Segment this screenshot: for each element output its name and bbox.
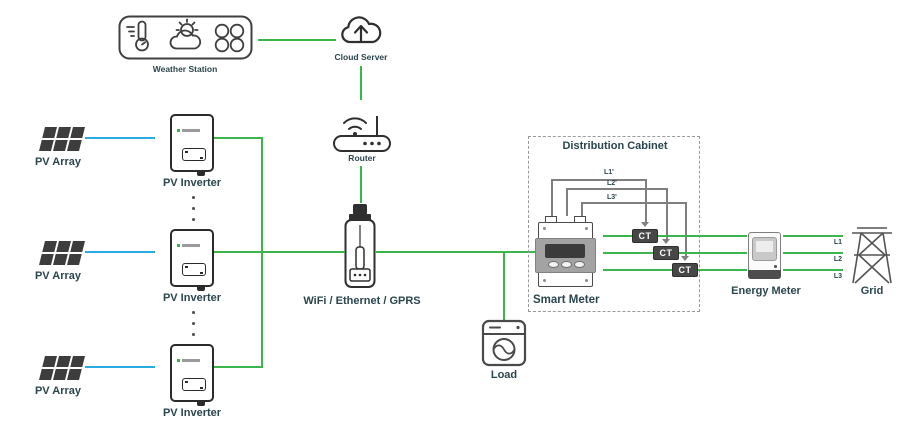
ellipsis-dot bbox=[192, 218, 195, 221]
grid-line bbox=[783, 269, 843, 271]
smart-meter-button bbox=[574, 261, 585, 268]
ct-wire bbox=[666, 188, 668, 240]
pv-array-label: PV Array bbox=[34, 385, 82, 397]
inverter-display bbox=[182, 263, 206, 276]
weather-station-icon bbox=[118, 15, 253, 60]
dc-line bbox=[85, 366, 155, 368]
grid-label: Grid bbox=[860, 285, 884, 297]
pv-inverter-label: PV Inverter bbox=[162, 177, 222, 189]
load-label: Load bbox=[490, 369, 518, 381]
ct-wire bbox=[581, 202, 686, 204]
ac-line bbox=[214, 137, 263, 139]
pv-inverter-icon bbox=[170, 229, 214, 291]
smart-meter-button bbox=[561, 261, 572, 268]
distribution-cabinet-box bbox=[528, 136, 700, 312]
line-cloud-router bbox=[360, 66, 362, 100]
ct-wire-label: L1' bbox=[604, 169, 614, 176]
line-load-branch bbox=[503, 251, 505, 322]
dc-line bbox=[85, 251, 155, 253]
pv-array-icon bbox=[39, 356, 85, 380]
weather-station-label: Weather Station bbox=[152, 64, 218, 74]
ct-wire bbox=[551, 179, 646, 181]
distribution-cabinet-title: Distribution Cabinet bbox=[562, 140, 668, 152]
wire-arrow-icon bbox=[681, 256, 689, 261]
inverter-display bbox=[182, 378, 206, 391]
ct-wire-label: L2' bbox=[607, 180, 617, 187]
smart-meter-label: Smart Meter bbox=[533, 294, 600, 306]
ct-wire bbox=[581, 202, 583, 216]
phase-label: L2 bbox=[833, 256, 842, 263]
ct-block: CT bbox=[653, 246, 679, 260]
cloud-server-icon bbox=[341, 16, 382, 44]
pv-array-label: PV Array bbox=[34, 156, 82, 168]
line-gateway-meter bbox=[376, 251, 536, 253]
ac-bus-line bbox=[261, 137, 263, 368]
smart-meter-button bbox=[548, 261, 559, 268]
grid-tower-icon bbox=[852, 227, 892, 284]
gateway-stick-icon bbox=[344, 204, 376, 288]
grid-line bbox=[783, 252, 843, 254]
phase-line bbox=[603, 235, 747, 237]
inverter-logo bbox=[177, 244, 180, 247]
load-icon bbox=[481, 319, 527, 367]
pv-array-icon bbox=[39, 127, 85, 151]
ct-block: CT bbox=[632, 229, 658, 243]
router-icon bbox=[333, 116, 391, 152]
inverter-display bbox=[182, 148, 206, 161]
cloud-server-label: Cloud Server bbox=[334, 52, 388, 62]
gateway-label: WiFi / Ethernet / GPRS bbox=[303, 295, 421, 307]
ct-wire-label: L3' bbox=[607, 194, 617, 201]
sun-cloud-icon bbox=[169, 18, 201, 50]
inverter-connector bbox=[197, 285, 205, 291]
ct-wire bbox=[551, 179, 553, 216]
ellipsis-dot bbox=[192, 196, 195, 199]
ac-line bbox=[214, 251, 345, 253]
thermometer-icon bbox=[126, 20, 149, 52]
inverter-logo bbox=[177, 359, 180, 362]
phase-label: L1 bbox=[833, 239, 842, 246]
pv-inverter-icon bbox=[170, 114, 214, 176]
line-router-gateway bbox=[360, 166, 362, 203]
ac-line bbox=[214, 366, 263, 368]
smart-meter-display bbox=[545, 244, 585, 258]
ct-wire bbox=[645, 179, 647, 223]
ellipsis-dot bbox=[192, 207, 195, 210]
pv-inverter-label: PV Inverter bbox=[162, 407, 222, 419]
phase-label: L3 bbox=[833, 273, 842, 280]
grid-line bbox=[783, 235, 843, 237]
pv-inverter-label: PV Inverter bbox=[162, 292, 222, 304]
wire-arrow-icon bbox=[662, 239, 670, 244]
inverter-logo bbox=[177, 129, 180, 132]
dc-line bbox=[85, 137, 155, 139]
router-label: Router bbox=[348, 153, 376, 163]
ct-wire bbox=[566, 188, 667, 190]
pv-array-label: PV Array bbox=[34, 270, 82, 282]
ct-block: CT bbox=[672, 263, 698, 277]
ellipsis-dot bbox=[192, 333, 195, 336]
pv-array-icon bbox=[39, 241, 85, 265]
ct-wire bbox=[685, 202, 687, 257]
pv-inverter-icon bbox=[170, 344, 214, 406]
inverter-connector bbox=[197, 400, 205, 406]
line-weather-cloud bbox=[258, 39, 336, 41]
ellipsis-dot bbox=[192, 322, 195, 325]
ellipsis-dot bbox=[192, 311, 195, 314]
wind-clover-icon bbox=[214, 23, 245, 53]
wire-arrow-icon bbox=[641, 222, 649, 227]
energy-meter-label: Energy Meter bbox=[731, 285, 801, 297]
ct-wire bbox=[566, 188, 568, 216]
upload-arrow-icon bbox=[353, 24, 369, 43]
inverter-connector bbox=[197, 170, 205, 176]
